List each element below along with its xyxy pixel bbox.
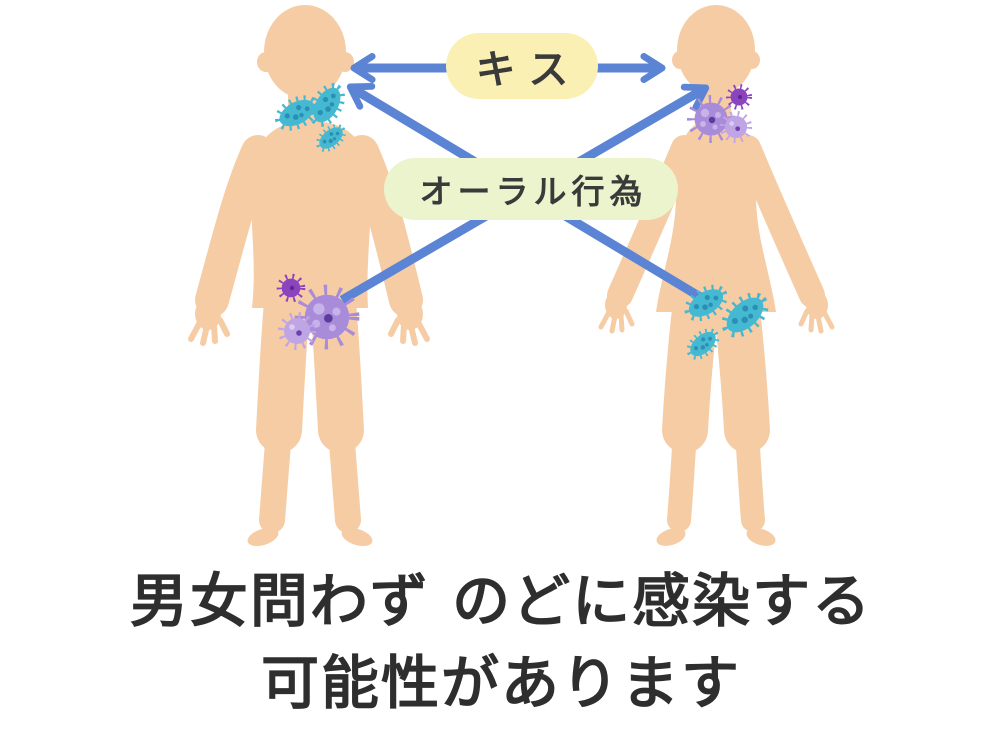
female-body-silhouette bbox=[598, 5, 835, 546]
caption: 男女問わず のどに感染する 可能性があります bbox=[0, 560, 1002, 724]
caption-line-2: 可能性があります bbox=[260, 649, 741, 717]
kiss-label: キス bbox=[446, 33, 598, 99]
caption-line-1: 男女問わず のどに感染する bbox=[129, 567, 873, 635]
oral-act-label: オーラル行為 bbox=[384, 158, 678, 220]
male-body-silhouette bbox=[188, 5, 430, 547]
